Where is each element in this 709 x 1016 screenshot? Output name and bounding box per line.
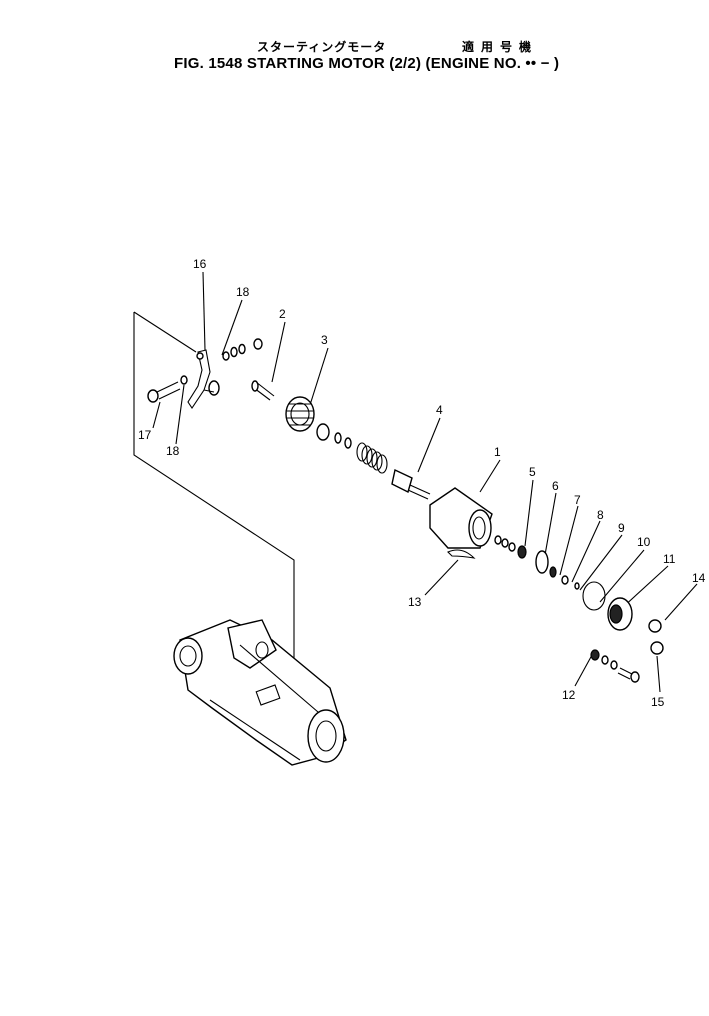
japanese-applicability-label: 適用号機: [462, 40, 539, 54]
pinion-gear-3: [285, 396, 352, 449]
callout-16: 16: [193, 257, 207, 271]
callout-6: 6: [552, 479, 559, 493]
callout-17: 17: [138, 428, 152, 442]
shaft-4: [391, 468, 431, 500]
callout-7: 7: [574, 493, 581, 507]
callout-15: 15: [651, 695, 665, 709]
callout-10: 10: [637, 535, 651, 549]
callout-4: 4: [436, 403, 443, 417]
callout-18-lower: 18: [166, 444, 180, 458]
housing-1: [429, 487, 493, 549]
leader-lines: [152, 271, 698, 693]
callout-9: 9: [618, 521, 625, 535]
callout-13: 13: [408, 595, 422, 609]
clip-13: [447, 549, 476, 559]
callout-labels: 1 2 3 4 5 6 7 8 9 10 11 12 13 14 15 16 1…: [138, 257, 706, 709]
starting-motor-assembly: [173, 619, 347, 766]
reference-top-line: [133, 311, 197, 353]
plug-15: [650, 641, 664, 655]
pin-2: [251, 380, 275, 401]
figure-title: FIG. 1548 STARTING MOTOR (2/2) (ENGINE N…: [174, 55, 560, 72]
callout-8: 8: [597, 508, 604, 522]
washers-right: [494, 535, 606, 611]
callout-3: 3: [321, 333, 328, 347]
callout-2: 2: [279, 307, 286, 321]
callout-14: 14: [692, 571, 706, 585]
callout-11: 11: [663, 552, 676, 566]
bolt-12: [590, 649, 640, 683]
bolt-17: [147, 375, 188, 403]
callout-18-upper: 18: [236, 285, 250, 299]
pinion-cover-11: [607, 597, 633, 631]
washers-18-upper: [222, 338, 263, 361]
plug-14: [648, 619, 662, 633]
callout-1: 1: [494, 445, 501, 459]
callout-12: 12: [562, 688, 576, 702]
japanese-title: スターティングモータ: [257, 40, 387, 54]
spring: [356, 442, 388, 474]
shift-lever-bracket: [187, 349, 220, 409]
callout-5: 5: [529, 465, 536, 479]
reference-bracket-line: [133, 312, 295, 669]
